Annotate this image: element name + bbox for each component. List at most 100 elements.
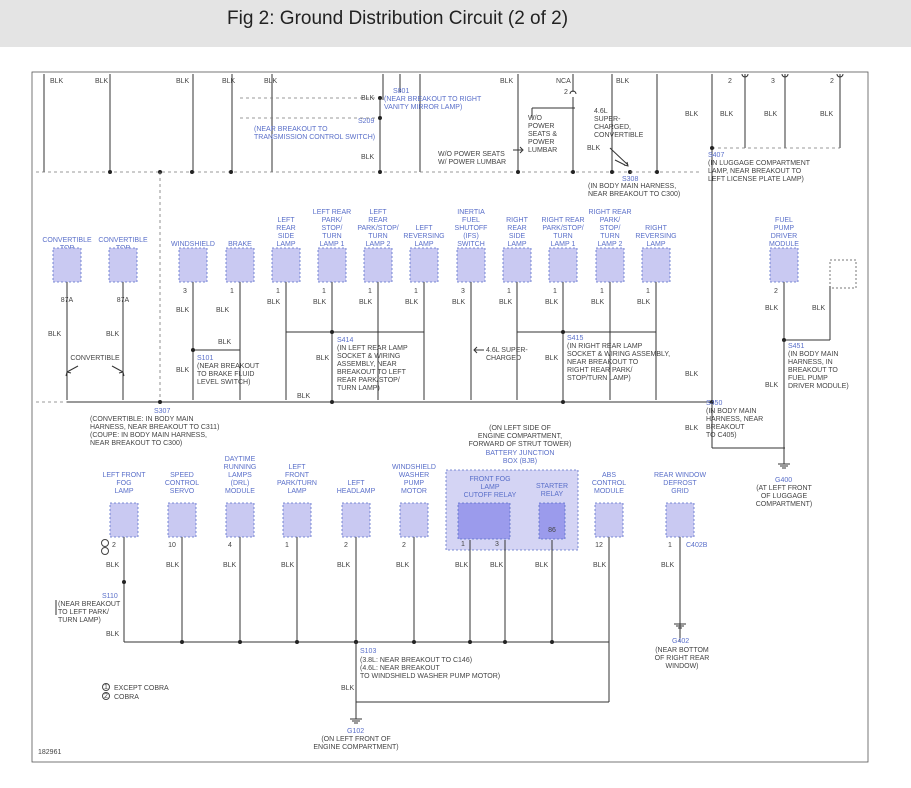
- component-name: LEFT REAR: [313, 209, 351, 216]
- wire-color-label: BLK: [455, 562, 469, 569]
- note-text: CHARGED: [486, 355, 521, 362]
- component-name: REAR: [276, 225, 295, 232]
- splice-text: BREAKOUT: [706, 424, 745, 431]
- component-name: DAYTIME: [225, 456, 256, 463]
- ground-text: (ON LEFT FRONT OF: [321, 736, 390, 743]
- relay-name: LAMP: [480, 484, 499, 491]
- ground-id: G102: [347, 728, 364, 735]
- convertible-note: CONVERTIBLE: [70, 355, 120, 362]
- splice-dot: [550, 640, 554, 644]
- legend-circle: [101, 547, 109, 555]
- component-name: ABS: [602, 472, 616, 479]
- pin: 2: [402, 542, 406, 549]
- pin: 1: [507, 288, 511, 295]
- splice-text: (IN LEFT REAR LAMP: [337, 345, 408, 352]
- splice-text: (IN RIGHT REAR LAMP: [567, 343, 643, 350]
- component-name: RUNNING: [224, 464, 257, 471]
- arrow: [473, 346, 478, 354]
- title-bar: Fig 2: Ground Distribution Circuit (2 of…: [0, 0, 911, 47]
- component-name: TURN: [600, 233, 619, 240]
- relay-name: CUTOFF RELAY: [464, 492, 517, 499]
- pin: 1: [285, 542, 289, 549]
- component-box: [594, 502, 624, 538]
- note-text: SEATS &: [528, 131, 557, 138]
- component-box: [271, 247, 301, 283]
- ground-text: OF RIGHT REAR: [655, 655, 710, 662]
- splice-dot: [190, 170, 194, 174]
- pin: 86: [548, 527, 556, 534]
- component-box: [108, 247, 138, 283]
- component-box: [456, 247, 486, 283]
- splice-id: S451: [788, 343, 804, 350]
- splice-id: S103: [360, 648, 376, 655]
- wire-color-label: BLK: [361, 95, 375, 102]
- connector-id: C402B: [686, 542, 708, 549]
- splice-dot: [412, 640, 416, 644]
- component-name: LAMPS: [228, 472, 252, 479]
- wire-color-label: BLK: [765, 382, 779, 389]
- note-text: W/O: [528, 115, 543, 122]
- component-name: TURN: [322, 233, 341, 240]
- splice-dot: [468, 640, 472, 644]
- component-name: PARK/STOP/: [357, 225, 398, 232]
- component-name: WASHER: [399, 472, 429, 479]
- splice-id: S414: [337, 337, 353, 344]
- component-box: [409, 247, 439, 283]
- bjb-name: BOX (BJB): [503, 458, 537, 465]
- component-name: CONTROL: [592, 480, 626, 487]
- splice-dot: [158, 400, 162, 404]
- component-name: SHUTOFF: [455, 225, 488, 232]
- wire-line: [614, 159, 626, 166]
- splice-text: VANITY MIRROR LAMP): [384, 104, 462, 111]
- component-name: SWITCH: [457, 241, 485, 248]
- ground-text: (AT LEFT FRONT: [756, 485, 812, 492]
- component-name: RIGHT: [645, 225, 668, 232]
- splice-text: (IN LUGGAGE COMPARTMENT: [708, 160, 811, 167]
- wire-color-label: BLK: [452, 299, 466, 306]
- component-name: LAMP: [507, 241, 526, 248]
- component-name: PARK/TURN: [277, 480, 317, 487]
- component-name: TURN: [368, 233, 387, 240]
- component-name: (IFS): [463, 233, 479, 240]
- note-text: 4.6L SUPER-: [486, 347, 528, 354]
- note-text: POWER: [528, 139, 554, 146]
- pin: 2: [774, 288, 778, 295]
- splice-text: TRANSMISSION CONTROL SWITCH): [254, 134, 375, 141]
- pin: 1: [553, 288, 557, 295]
- ground-id: G400: [775, 477, 792, 484]
- splice-dot: [330, 330, 334, 334]
- ground-text: COMPARTMENT): [756, 501, 813, 508]
- component-name: LAMP 2: [598, 241, 623, 248]
- bjb-location: ENGINE COMPARTMENT,: [478, 433, 562, 440]
- splice-text: TURN LAMP): [337, 385, 380, 392]
- note-text: W/O POWER SEATS: [438, 151, 505, 158]
- splice-text: (4.6L: NEAR BREAKOUT: [360, 665, 440, 672]
- component-name: SPEED: [170, 472, 194, 479]
- note-text: CHARGED,: [594, 124, 631, 131]
- wire-color-label: BLK: [720, 111, 734, 118]
- wire-color-label: BLK: [765, 305, 779, 312]
- legend-circle: [102, 683, 110, 691]
- splice-text: (NEAR BREAKOUT: [197, 363, 260, 370]
- component-box: [769, 247, 799, 283]
- splice-text: HARNESS, IN: [788, 359, 833, 366]
- pin: 3: [461, 288, 465, 295]
- component-box: [225, 502, 255, 538]
- relay-name: STARTER: [536, 483, 568, 490]
- splice-text: (NEAR BREAKOUT: [58, 601, 121, 608]
- component-name: LEFT: [369, 209, 387, 216]
- wire-color-label: BLK: [637, 299, 651, 306]
- component-name: REAR WINDOW: [654, 472, 707, 479]
- component-box: [641, 247, 671, 283]
- wire-color-label: BLK: [95, 78, 109, 85]
- wire-color-label: BLK: [616, 78, 630, 85]
- splice-text: NEAR BREAKOUT TO C300): [90, 440, 182, 447]
- connector-arc: [569, 90, 577, 95]
- wire-color-label: BLK: [264, 78, 278, 85]
- component-name: PARK/STOP/: [542, 225, 583, 232]
- splice-text: (CONVERTIBLE: IN BODY MAIN: [90, 416, 194, 423]
- splice-dot: [229, 170, 233, 174]
- wire-color-label: BLK: [685, 371, 699, 378]
- component-name: LAMP: [276, 241, 295, 248]
- arrow: [118, 371, 125, 377]
